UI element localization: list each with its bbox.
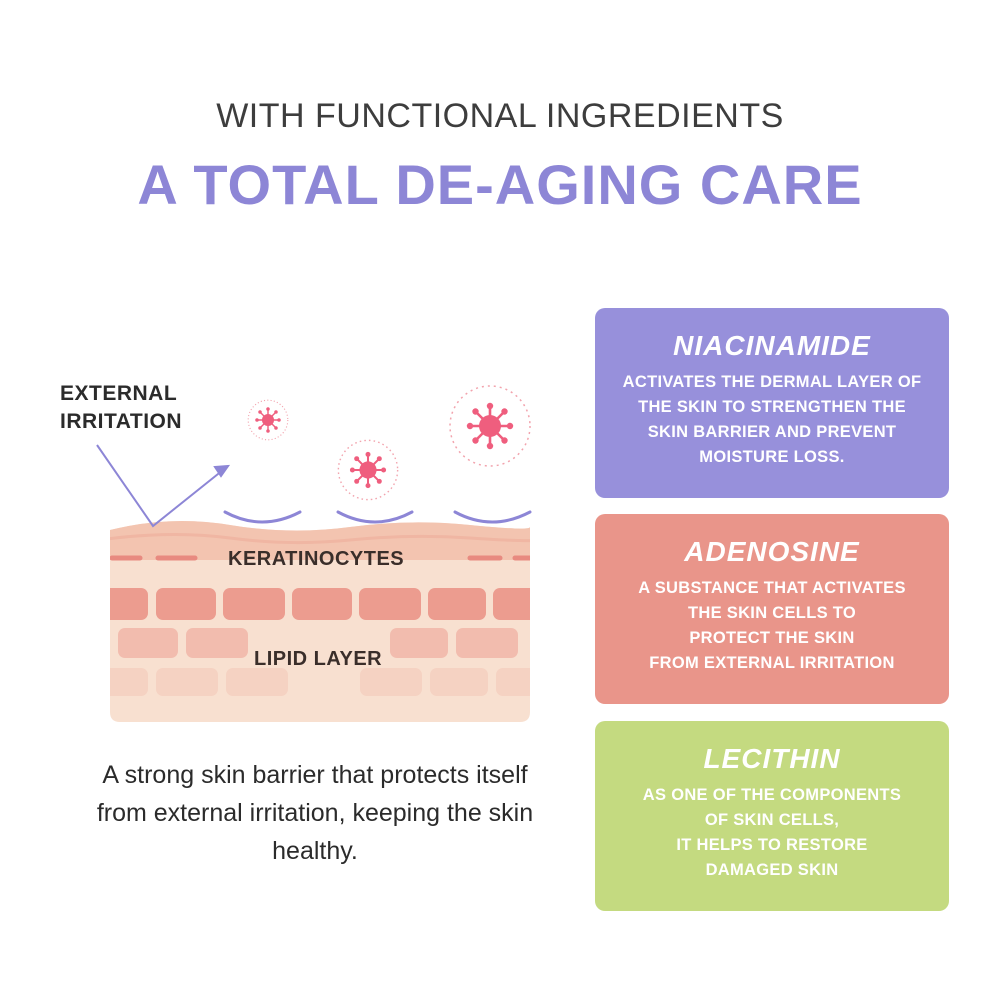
card-line: AS ONE OF THE COMPONENTS xyxy=(642,786,902,804)
page-title: A TOTAL DE-AGING CARE xyxy=(137,153,863,216)
card-niacinamide: NIACINAMIDE ACTIVATES THE DERMAL LAYER O… xyxy=(595,308,949,498)
card-line: PROTECT THE SKIN xyxy=(689,629,855,647)
card-line: ACTIVATES THE DERMAL LAYER OF xyxy=(622,373,922,391)
card-line: THE SKIN TO STRENGTHEN THE xyxy=(638,398,906,416)
card-description: A SUBSTANCE THAT ACTIVATES THE SKIN CELL… xyxy=(595,576,949,676)
virus-icon xyxy=(449,385,531,467)
irritation-arrow xyxy=(96,444,231,528)
card-lecithin: LECITHIN AS ONE OF THE COMPONENTS OF SKI… xyxy=(595,721,949,911)
card-adenosine: ADENOSINE A SUBSTANCE THAT ACTIVATES THE… xyxy=(595,514,949,704)
card-line: IT HELPS TO RESTORE xyxy=(676,836,868,854)
subtitle: WITH FUNCTIONAL INGREDIENTS xyxy=(216,97,784,135)
cell-row-3 xyxy=(110,668,530,696)
card-line: MOISTURE LOSS. xyxy=(699,448,845,466)
skin-layers xyxy=(110,521,530,722)
card-title: ADENOSINE xyxy=(684,536,860,567)
card-description: ACTIVATES THE DERMAL LAYER OF THE SKIN T… xyxy=(595,370,949,470)
virus-icon xyxy=(337,439,399,501)
cell-row-2 xyxy=(118,628,518,658)
card-line: SKIN BARRIER AND PREVENT xyxy=(647,423,897,441)
card-line: DAMAGED SKIN xyxy=(705,861,839,879)
card-title: LECITHIN xyxy=(703,743,841,774)
virus-icon xyxy=(247,399,289,441)
card-description: AS ONE OF THE COMPONENTS OF SKIN CELLS, … xyxy=(595,783,949,883)
card-line: OF SKIN CELLS, xyxy=(704,811,840,829)
barrier-arcs xyxy=(223,510,532,524)
cell-row-1 xyxy=(110,588,530,620)
external-irritation-label: EXTERNAL IRRITATION xyxy=(60,382,183,433)
diagram-caption: A strong skin barrier that protects itse… xyxy=(96,761,534,865)
card-line: THE SKIN CELLS TO xyxy=(688,604,856,622)
lipid-layer-label: LIPID LAYER xyxy=(254,648,383,670)
card-title: NIACINAMIDE xyxy=(673,330,871,361)
card-line: FROM EXTERNAL IRRITATION xyxy=(649,654,895,672)
card-line: A SUBSTANCE THAT ACTIVATES xyxy=(638,579,906,597)
keratinocytes-label: KERATINOCYTES xyxy=(228,548,405,570)
